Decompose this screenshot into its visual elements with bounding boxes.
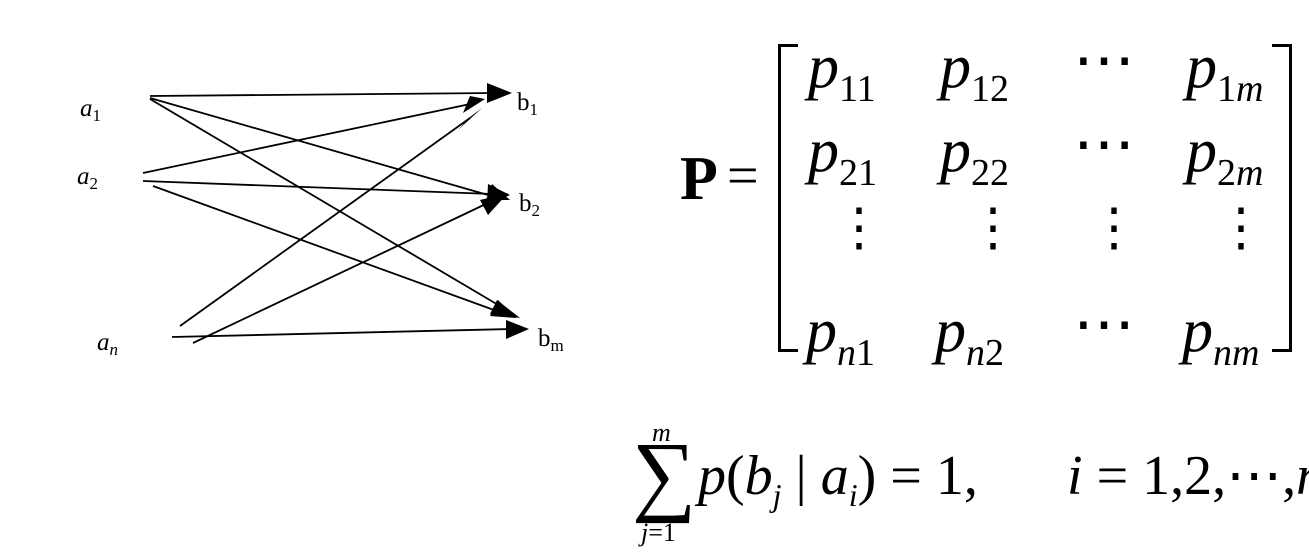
arrowhead-an-b2 bbox=[480, 193, 508, 215]
matrix-equals: = bbox=[727, 145, 759, 207]
sum-symbol: ∑ bbox=[632, 425, 697, 524]
transition-edges bbox=[142, 92, 513, 344]
matrix-cell-n-1: pn1 bbox=[806, 297, 875, 374]
matrix-cell-1-1: p11 bbox=[808, 33, 876, 110]
arrowheads bbox=[458, 83, 529, 339]
channel-diagram bbox=[142, 83, 529, 344]
matrix-cell-n-2: pn2 bbox=[935, 297, 1004, 374]
edge-a1-b1 bbox=[149, 92, 496, 97]
matrix-cell-1-2: p12 bbox=[940, 33, 1009, 110]
arrowhead-a1-b1 bbox=[487, 83, 512, 103]
matrix-vdots-col1: ⋮ bbox=[833, 200, 885, 257]
matrix-cell-2-m: p2m bbox=[1186, 117, 1264, 194]
matrix-left-bracket bbox=[778, 44, 798, 352]
edge-an-bm bbox=[171, 328, 513, 338]
matrix-hdots-2: ⋯ bbox=[1073, 111, 1137, 179]
matrix-vdots-col4: ⋮ bbox=[1215, 200, 1267, 257]
input-node-a2: a2 bbox=[77, 163, 98, 193]
matrix-cell-2-2: p22 bbox=[940, 117, 1009, 194]
input-node-an: an bbox=[97, 329, 118, 359]
matrix-hdots-1: ⋯ bbox=[1073, 27, 1137, 95]
matrix-cell-2-1: p21 bbox=[808, 117, 877, 194]
edge-a2-bm bbox=[152, 185, 506, 315]
edge-an-b2 bbox=[192, 201, 491, 344]
matrix-vdots-col2: ⋮ bbox=[967, 200, 1019, 257]
edge-an-b1 bbox=[179, 117, 471, 327]
output-node-b2: b2 bbox=[519, 190, 540, 220]
arrowhead-an-bm bbox=[506, 320, 529, 339]
row-sum-expression: p(bj | ai) = 1, bbox=[698, 445, 978, 513]
matrix-vdots-col3: ⋮ bbox=[1088, 200, 1140, 257]
edge-a2-b2 bbox=[142, 180, 493, 195]
input-node-a1: a1 bbox=[80, 95, 101, 125]
arrowhead-a2-b1 bbox=[463, 96, 485, 113]
matrix-cell-1-m: p1m bbox=[1186, 33, 1264, 110]
matrix-right-bracket bbox=[1272, 44, 1292, 352]
arrowhead-an-b1 bbox=[458, 108, 482, 130]
output-node-b1: b1 bbox=[517, 89, 538, 119]
edge-a2-b1 bbox=[142, 102, 476, 174]
matrix-cell-n-m: pnm bbox=[1182, 297, 1260, 374]
output-node-bm: bm bbox=[538, 325, 564, 355]
sum-upper-limit: m bbox=[652, 418, 671, 447]
edge-a1-b2 bbox=[149, 97, 496, 198]
index-range-condition: i = 1,2,⋯,n bbox=[1067, 445, 1309, 507]
edge-a1-bm bbox=[149, 98, 506, 310]
arrowhead-a2-bm bbox=[490, 300, 516, 318]
matrix-hdots-n: ⋯ bbox=[1073, 291, 1137, 359]
matrix-label: P bbox=[680, 145, 718, 213]
sum-lower-limit: j=1 bbox=[641, 518, 676, 547]
